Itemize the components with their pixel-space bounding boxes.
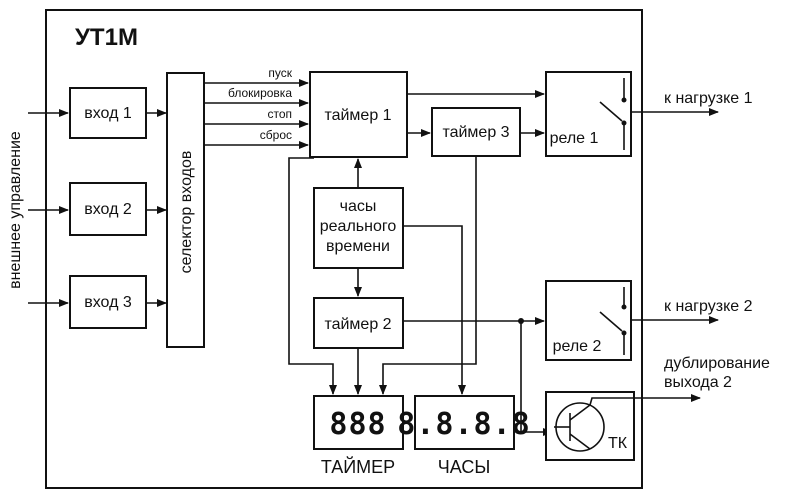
input-selector-label: селектор входов <box>178 151 195 274</box>
timer-display: 888 <box>313 395 404 450</box>
relay-1-label: реле 1 <box>550 130 599 147</box>
input-2-label: вход 2 <box>84 201 132 218</box>
input-1-label: вход 1 <box>84 105 132 122</box>
timer-2-label: таймер 2 <box>324 316 391 333</box>
clock-display: 8.8.8.8 <box>397 395 530 450</box>
clock-label-line-1: часы <box>340 198 377 215</box>
timer-1-block: таймер 1 <box>309 71 408 158</box>
external-control-label: внешнее управление <box>7 131 24 289</box>
relay-1-block: реле 1 <box>545 71 632 157</box>
device-title: УТ1М <box>75 24 138 51</box>
tk-label: ТК <box>608 435 628 452</box>
signal-block: блокировка <box>228 86 292 100</box>
relay-2-block: реле 2 <box>545 280 632 361</box>
input-selector-block: селектор входов <box>166 72 205 348</box>
timer-3-block: таймер 3 <box>431 107 521 157</box>
signal-stop: стоп <box>267 107 292 121</box>
clock-label-line-3: времени <box>326 238 390 255</box>
input-3-block: вход 3 <box>69 275 147 329</box>
clock-label-line-2: реального <box>320 218 397 235</box>
input-1-block: вход 1 <box>69 87 147 139</box>
timer-2-block: таймер 2 <box>313 297 404 349</box>
output-load-2: к нагрузке 2 <box>664 298 753 315</box>
device-frame <box>45 9 643 489</box>
output-load-1: к нагрузке 1 <box>664 90 753 107</box>
real-time-clock-block: часы реального времени <box>313 187 404 269</box>
output-dup-line-2: выхода 2 <box>664 374 732 391</box>
clock-display-caption: ЧАСЫ <box>438 457 491 477</box>
timer-3-label: таймер 3 <box>442 124 509 141</box>
timer-display-digits: 888 <box>329 407 386 442</box>
clock-display-digits: 8.8.8.8 <box>397 407 530 442</box>
signal-start: пуск <box>268 66 292 80</box>
input-2-block: вход 2 <box>69 182 147 236</box>
signal-reset: сброс <box>260 128 292 142</box>
timer-display-caption: ТАЙМЕР <box>321 456 395 477</box>
output-dup-line-1: дублирование <box>664 355 770 372</box>
timer-1-label: таймер 1 <box>324 107 391 124</box>
input-3-label: вход 3 <box>84 294 132 311</box>
relay-2-label: реле 2 <box>553 338 602 355</box>
